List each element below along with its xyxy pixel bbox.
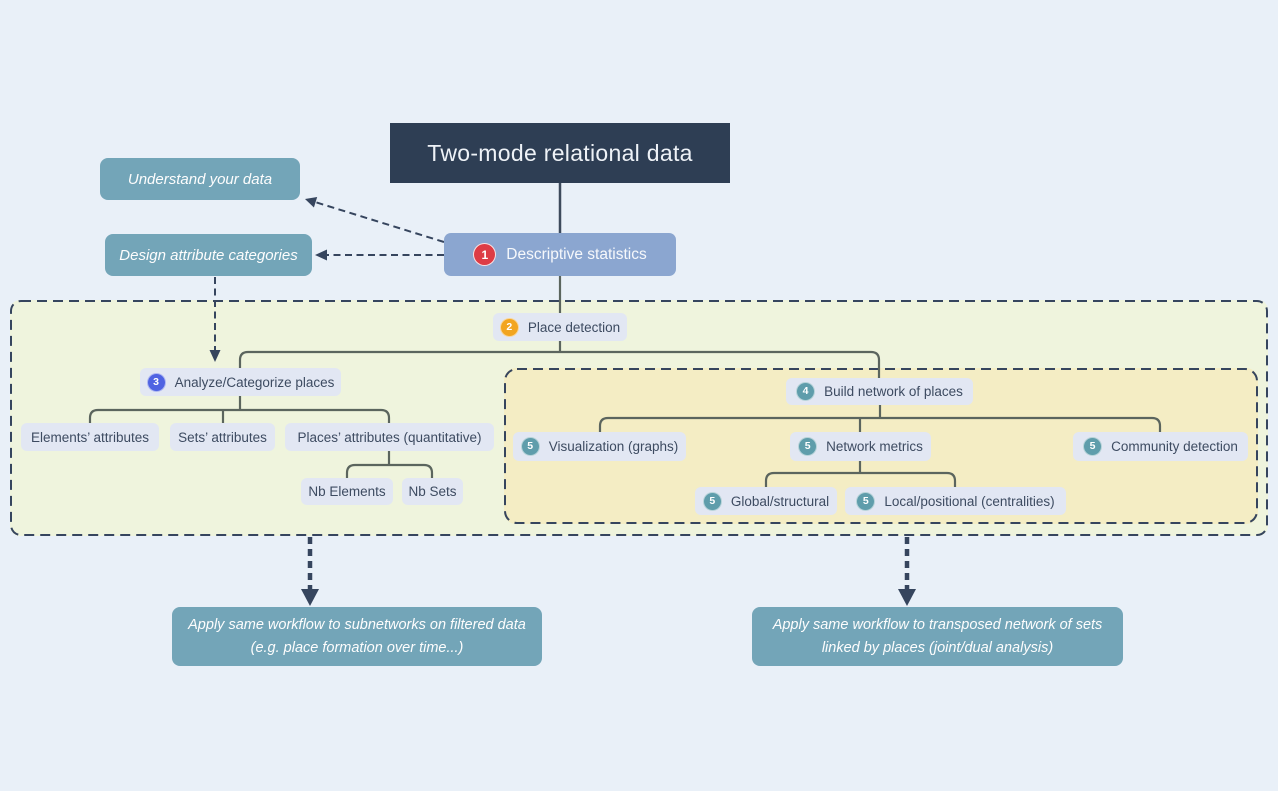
badge-step-5: 5 bbox=[520, 437, 540, 456]
badge-step-4: 4 bbox=[796, 382, 816, 401]
step-descriptive-statistics: 1 Descriptive statistics bbox=[444, 233, 676, 276]
diagram-title: Two-mode relational data bbox=[390, 123, 730, 183]
diagram-title-label: Two-mode relational data bbox=[427, 139, 693, 166]
step-build-network-of-places: 4 Build network of places bbox=[786, 378, 973, 405]
badge-step-5: 5 bbox=[702, 491, 722, 511]
node-sets-attributes: Sets’ attributes bbox=[170, 423, 275, 451]
step-visualization-graphs: 5 Visualization (graphs) bbox=[513, 432, 686, 461]
node-label: Nb Sets bbox=[408, 484, 457, 499]
badge-step-2: 2 bbox=[499, 317, 519, 337]
step-label: Visualization (graphs) bbox=[548, 439, 679, 454]
step-place-detection: 2 Place detection bbox=[493, 313, 627, 341]
node-label: Elements’ attributes bbox=[30, 429, 150, 445]
note-understand-your-data: Understand your data bbox=[100, 158, 300, 200]
step-community-detection: 5 Community detection bbox=[1073, 432, 1248, 461]
step-label: Descriptive statistics bbox=[506, 245, 647, 263]
badge-step-5: 5 bbox=[856, 491, 876, 511]
outcome-label: Apply same workflow to transposed networ… bbox=[772, 617, 1103, 656]
dashed-arrows bbox=[214, 201, 445, 350]
node-label: Sets’ attributes bbox=[178, 429, 267, 445]
outer-container-border bbox=[10, 300, 1268, 536]
step-local-positional: 5 Local/positional (centralities) bbox=[845, 487, 1066, 515]
node-label: Places’ attributes (quantitative) bbox=[297, 429, 482, 445]
tree-connectors bbox=[88, 276, 1162, 487]
step-network-metrics: 5 Network metrics bbox=[790, 432, 931, 461]
outcome-arrowheads bbox=[301, 589, 916, 606]
dashed-arrowheads bbox=[209, 197, 327, 362]
step-label: Analyze/Categorize places bbox=[174, 374, 335, 390]
step-label: Build network of places bbox=[824, 384, 963, 399]
node-nb-elements: Nb Elements bbox=[301, 478, 393, 505]
outcome-subnetworks: Apply same workflow to subnetworks on fi… bbox=[172, 607, 542, 666]
badge-step-5: 5 bbox=[1083, 437, 1103, 456]
note-design-attribute-categories: Design attribute categories bbox=[105, 234, 312, 276]
node-label: Nb Elements bbox=[308, 484, 386, 499]
step-label: Community detection bbox=[1111, 439, 1238, 454]
badge-step-5: 5 bbox=[798, 437, 818, 456]
outcome-transposed-network: Apply same workflow to transposed networ… bbox=[752, 607, 1123, 666]
node-places-attributes: Places’ attributes (quantitative) bbox=[285, 423, 494, 451]
note-label: Design attribute categories bbox=[119, 246, 298, 264]
outcome-arrows bbox=[307, 537, 910, 589]
note-label: Understand your data bbox=[127, 170, 273, 188]
node-nb-sets: Nb Sets bbox=[402, 478, 463, 505]
step-label: Local/positional (centralities) bbox=[884, 493, 1055, 509]
badge-step-3: 3 bbox=[146, 372, 166, 392]
step-label: Global/structural bbox=[730, 493, 830, 509]
step-label: Network metrics bbox=[826, 439, 923, 454]
step-global-structural: 5 Global/structural bbox=[695, 487, 837, 515]
node-elements-attributes: Elements’ attributes bbox=[21, 423, 159, 451]
outcome-label: Apply same workflow to subnetworks on fi… bbox=[188, 617, 526, 656]
badge-step-1: 1 bbox=[473, 243, 497, 266]
step-analyze-categorize-places: 3 Analyze/Categorize places bbox=[140, 368, 341, 396]
step-label: Place detection bbox=[527, 319, 621, 335]
